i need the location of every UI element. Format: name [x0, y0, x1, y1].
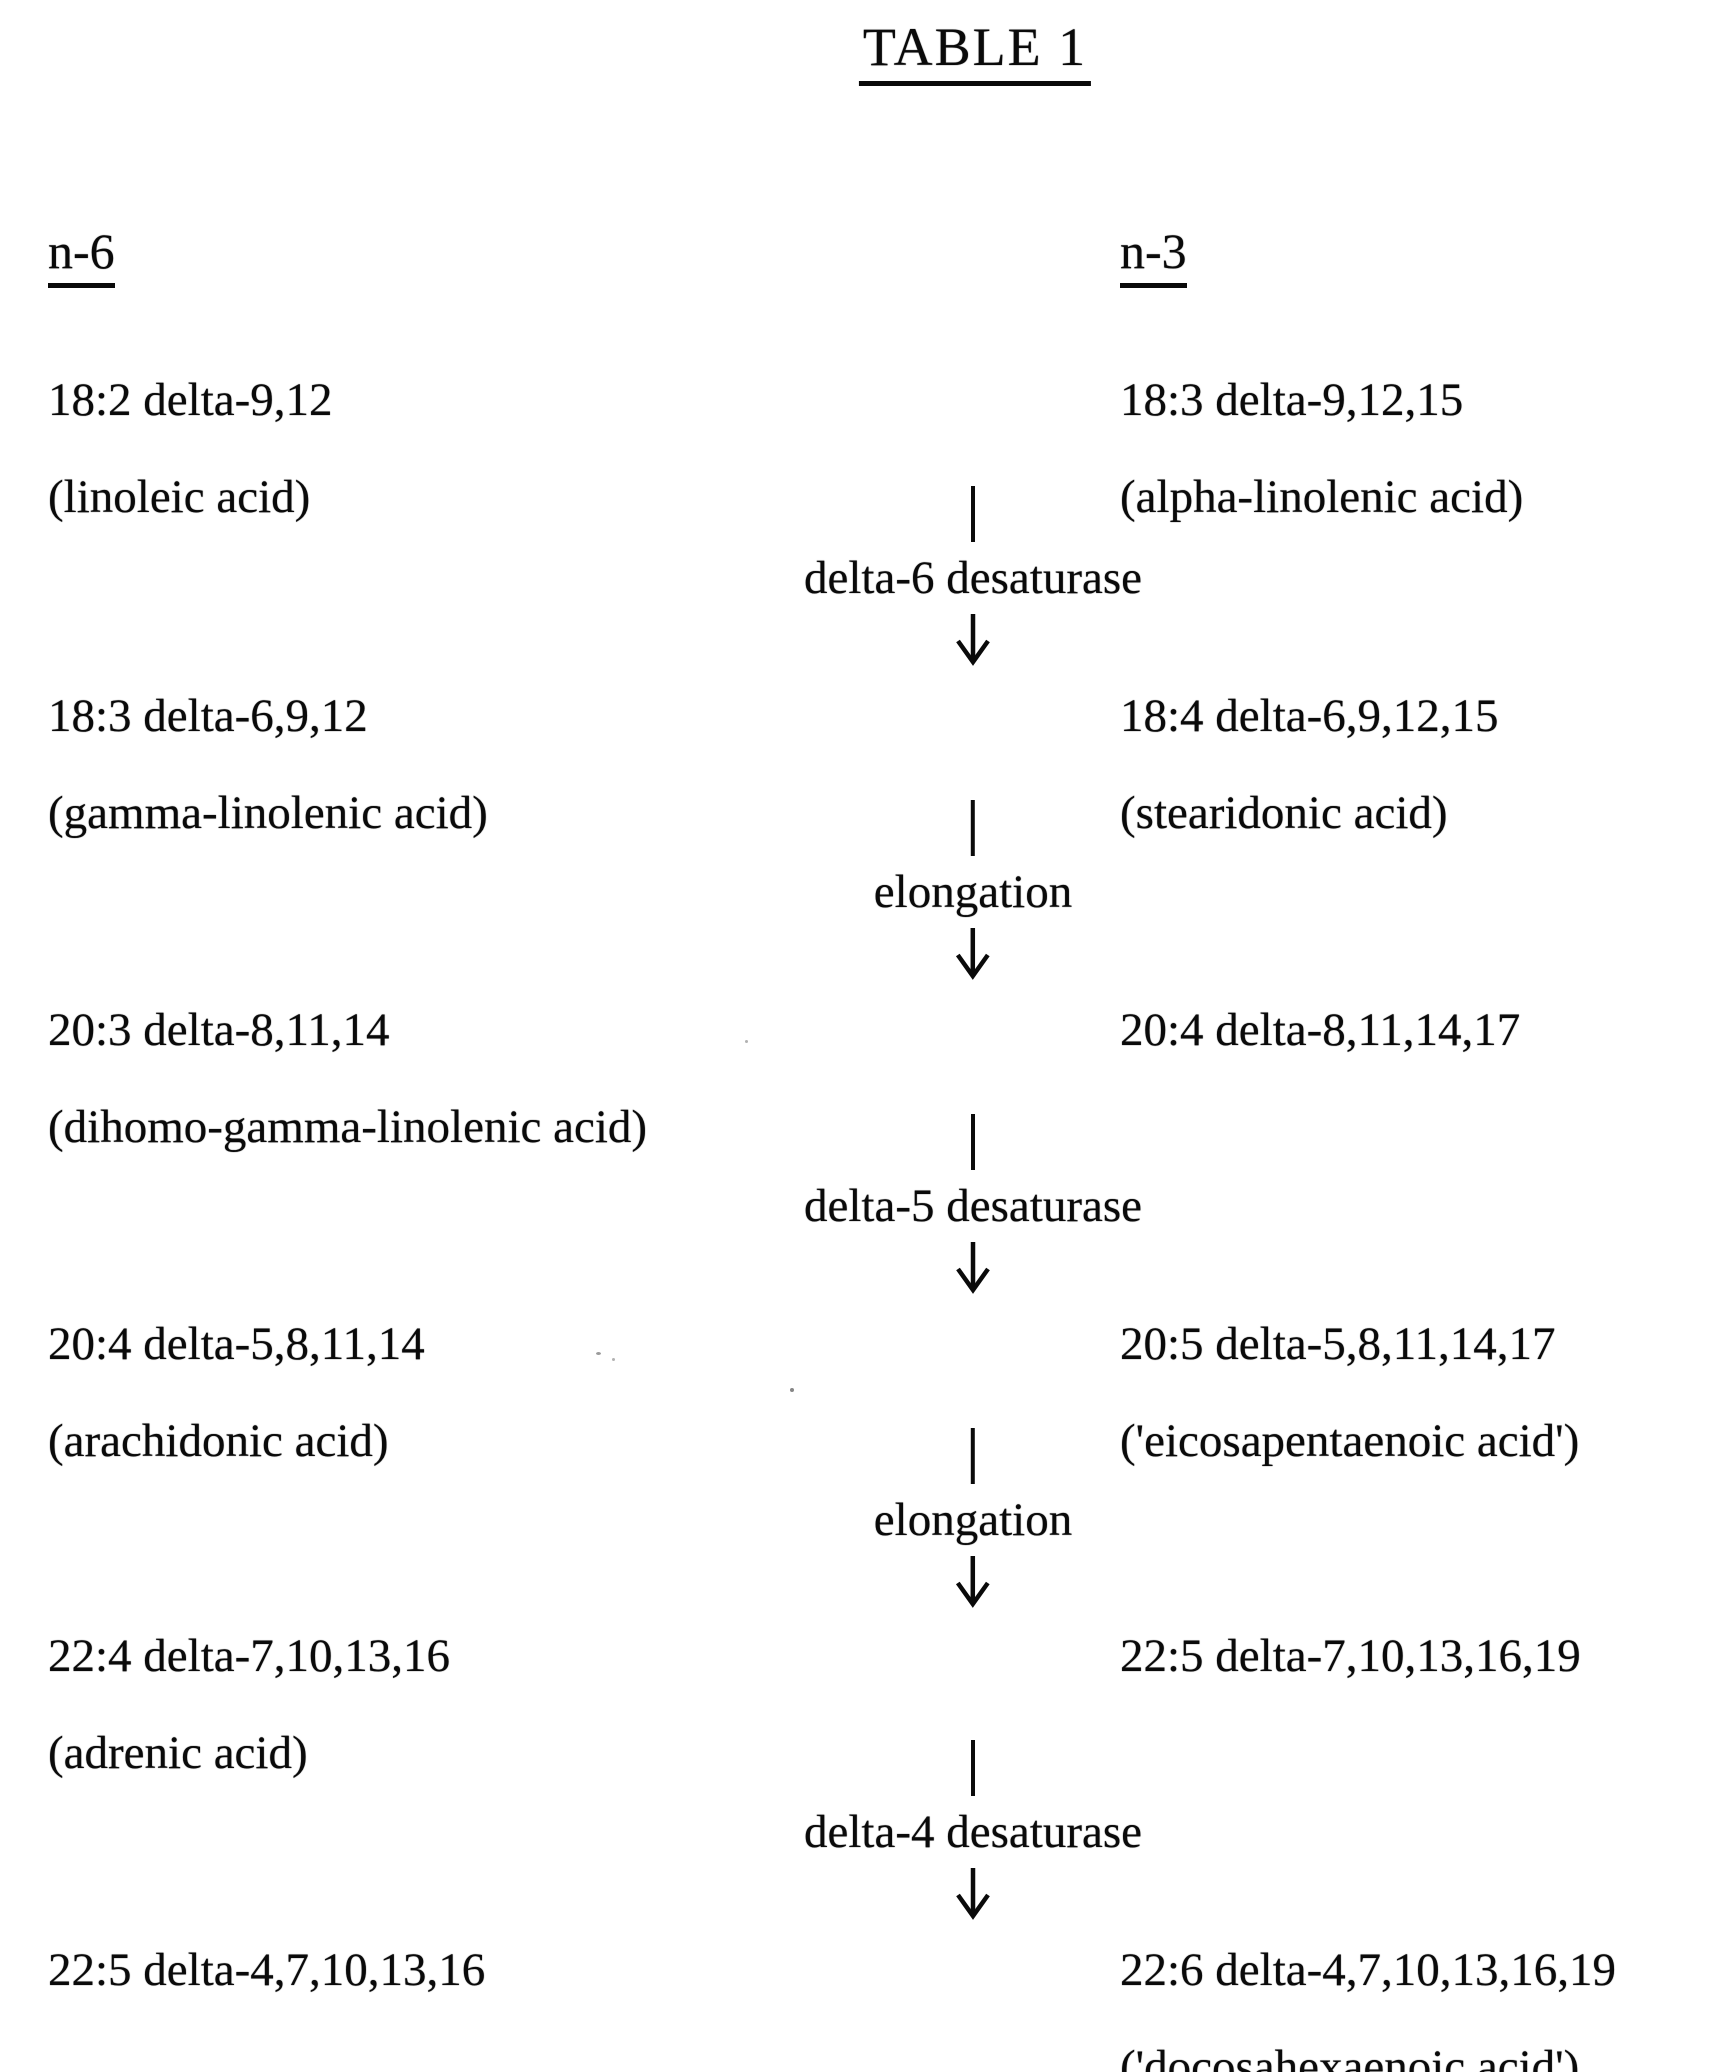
fatty-acid-cell-n6-row2: 18:3 delta-6,9,12 (gamma-linolenic acid) [48, 668, 488, 862]
fatty-acid-formula: 22:6 delta-4,7,10,13,16,19 [1120, 1944, 1617, 1996]
step-label: delta-5 desaturase [804, 1180, 1142, 1232]
fatty-acid-cell-n6-row3: 20:3 delta-8,11,14 (dihomo-gamma-linolen… [48, 982, 647, 1176]
scan-artifact [745, 1040, 748, 1043]
fatty-acid-formula: 20:4 delta-8,11,14,17 [1120, 1004, 1521, 1056]
pathway-step-delta5-desaturase: delta-5 desaturase [804, 1114, 1142, 1294]
down-arrow-icon [950, 1866, 996, 1920]
connector-line [971, 800, 975, 856]
fatty-acid-formula: 20:5 delta-5,8,11,14,17 [1120, 1318, 1556, 1370]
fatty-acid-cell-n3-row4: 20:5 delta-5,8,11,14,17 ('eicosapentaeno… [1120, 1296, 1579, 1490]
fatty-acid-formula: 20:3 delta-8,11,14 [48, 1004, 390, 1056]
fatty-acid-name: (dihomo-gamma-linolenic acid) [48, 1101, 648, 1153]
fatty-acid-name: (adrenic acid) [48, 1727, 308, 1779]
step-label: delta-4 desaturase [804, 1806, 1142, 1858]
connector-line [970, 1740, 975, 1796]
fatty-acid-cell-n6-row5: 22:4 delta-7,10,13,16 (adrenic acid) [48, 1608, 450, 1802]
pathway-step-delta6-desaturase: delta-6 desaturase [804, 486, 1142, 666]
down-arrow-icon [950, 926, 996, 980]
pathway-step-elongation-2: elongation [874, 1428, 1072, 1608]
fatty-acid-cell-n3-row6: 22:6 delta-4,7,10,13,16,19 ('docosahexae… [1120, 1922, 1616, 2072]
fatty-acid-formula: 18:2 delta-9,12 [48, 374, 333, 426]
connector-line [970, 486, 975, 542]
fatty-acid-formula: 22:4 delta-7,10,13,16 [48, 1630, 451, 1682]
fatty-acid-formula: 18:3 delta-9,12,15 [1120, 374, 1464, 426]
fatty-acid-cell-n3-row2: 18:4 delta-6,9,12,15 (stearidonic acid) [1120, 668, 1499, 862]
scan-artifact [612, 1358, 615, 1361]
down-arrow-icon [950, 1554, 996, 1608]
step-label: elongation [873, 1494, 1073, 1546]
fatty-acid-name: ('docosahexaenoic acid') [1120, 2041, 1580, 2072]
fatty-acid-name: (linoleic acid) [48, 471, 311, 523]
fatty-acid-name: (gamma-linolenic acid) [48, 787, 488, 839]
fatty-acid-formula: 18:4 delta-6,9,12,15 [1120, 690, 1499, 742]
fatty-acid-name: (stearidonic acid) [1120, 787, 1448, 839]
fatty-acid-name: ('eicosapentaenoic acid') [1120, 1415, 1580, 1467]
down-arrow-icon [950, 1240, 996, 1294]
connector-line [970, 1114, 975, 1170]
column-header-n6: n-6 [48, 222, 115, 288]
fatty-acid-cell-n3-row1: 18:3 delta-9,12,15 (alpha-linolenic acid… [1120, 352, 1523, 546]
scan-artifact [790, 1388, 794, 1392]
fatty-acid-cell-n3-row3: 20:4 delta-8,11,14,17 [1120, 982, 1520, 1079]
connector-line [971, 1428, 975, 1484]
fatty-acid-formula: 18:3 delta-6,9,12 [48, 690, 368, 742]
fatty-acid-cell-n6-row4: 20:4 delta-5,8,11,14 (arachidonic acid) [48, 1296, 425, 1490]
fatty-acid-formula: 22:5 delta-7,10,13,16,19 [1120, 1630, 1581, 1682]
step-label: delta-6 desaturase [804, 552, 1142, 604]
scan-artifact [596, 1352, 601, 1355]
fatty-acid-cell-n6-row1: 18:2 delta-9,12 (linoleic acid) [48, 352, 333, 546]
fatty-acid-cell-n3-row5: 22:5 delta-7,10,13,16,19 [1120, 1608, 1581, 1705]
column-header-n3: n-3 [1120, 222, 1187, 288]
pathway-step-elongation-1: elongation [874, 800, 1072, 980]
fatty-acid-formula: 20:4 delta-5,8,11,14 [48, 1318, 425, 1370]
fatty-acid-name: (alpha-linolenic acid) [1120, 471, 1524, 523]
pathway-step-delta4-desaturase: delta-4 desaturase [804, 1740, 1142, 1920]
step-label: elongation [873, 866, 1073, 918]
fatty-acid-formula: 22:5 delta-4,7,10,13,16 [48, 1944, 486, 1996]
fatty-acid-cell-n6-row6: 22:5 delta-4,7,10,13,16 [48, 1922, 485, 2019]
fatty-acid-name: (arachidonic acid) [48, 1415, 389, 1467]
down-arrow-icon [950, 612, 996, 666]
table-title: TABLE 1 [858, 16, 1092, 86]
